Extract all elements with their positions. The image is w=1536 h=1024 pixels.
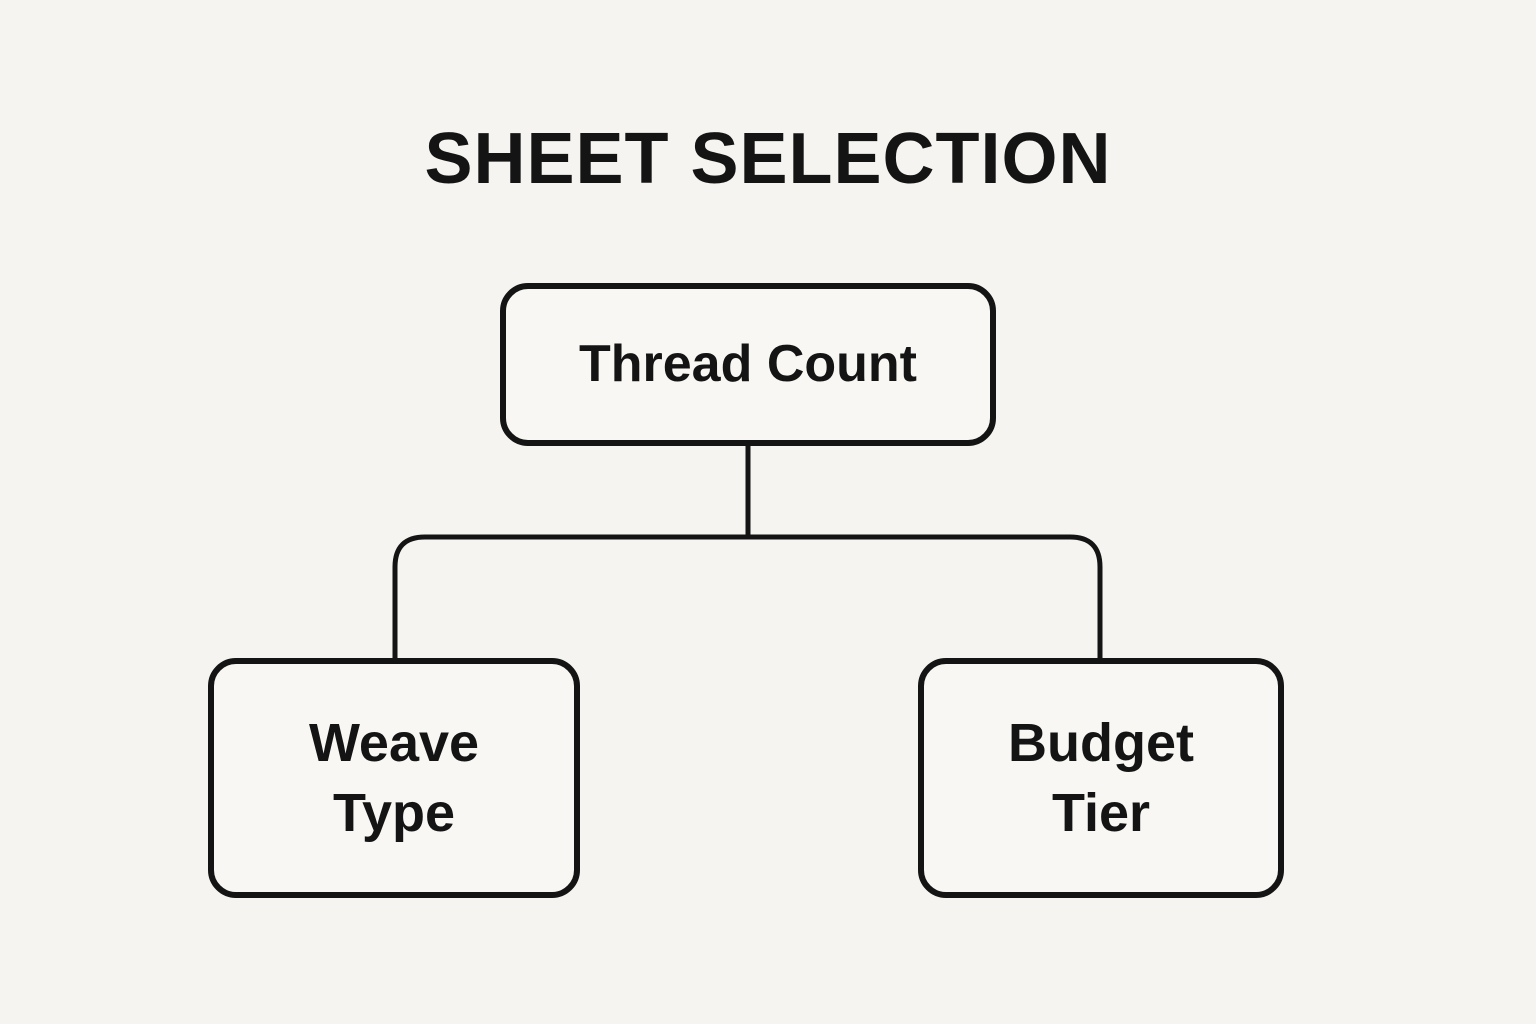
node-thread-count-label: Thread Count — [579, 334, 917, 393]
page-title: SHEET SELECTION — [424, 119, 1112, 199]
branch-line — [392, 534, 1103, 660]
node-weave-type: Weave Type — [208, 658, 580, 898]
node-weave-type-label: Weave Type — [308, 712, 480, 843]
node-thread-count: Thread Count — [500, 283, 996, 446]
node-budget-tier-label: Budget Tier — [1008, 712, 1194, 843]
node-budget-tier: Budget Tier — [918, 658, 1284, 898]
